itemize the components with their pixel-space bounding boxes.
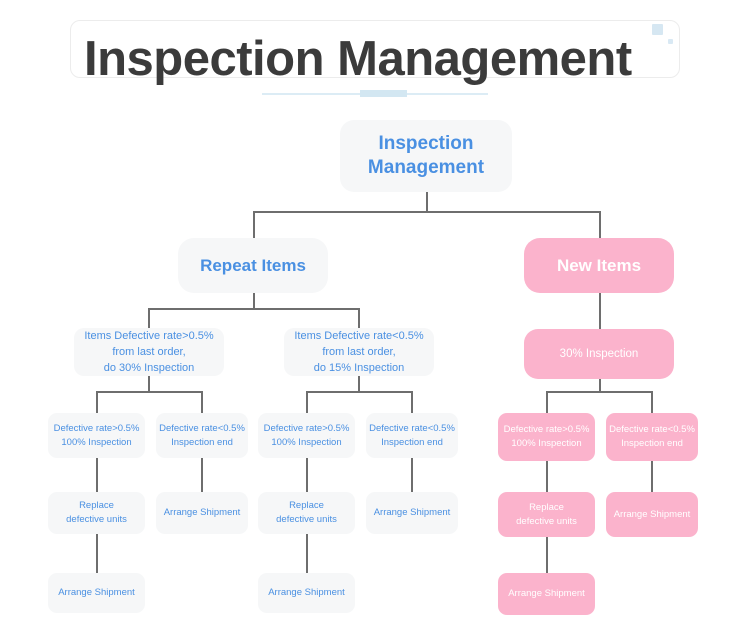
connector-rgtlt-down — [201, 458, 203, 492]
connector-rltrep-down — [306, 534, 308, 573]
connector-ngt-down — [546, 461, 548, 492]
connector-repeat-down — [253, 292, 255, 309]
page-title: Inspection Management — [84, 32, 632, 86]
connector-level3-bus-left — [148, 308, 359, 310]
node-repeat-lt[interactable]: Items Defective rate<0.5% from last orde… — [284, 328, 434, 376]
square-decor-large-icon — [652, 24, 663, 35]
node-repeat-lt-lt[interactable]: Defective rate<0.5% Inspection end — [366, 413, 458, 458]
node-repeat-lt-replace[interactable]: Replace defective units — [258, 492, 355, 534]
connector-to-n-lt — [651, 391, 653, 413]
connector-level2-bus — [253, 211, 601, 213]
connector-root-down — [426, 191, 428, 212]
connector-to-rgt-lt — [201, 391, 203, 413]
node-repeat-gt-gt[interactable]: Defective rate>0.5% 100% Inspection — [48, 413, 145, 458]
connector-rlt-bus — [306, 391, 412, 393]
connector-rlt-down — [358, 375, 360, 392]
connector-to-rlt-gt — [306, 391, 308, 413]
connector-to-r-gt — [148, 308, 150, 328]
node-new-30-inspection[interactable]: 30% Inspection — [524, 329, 674, 379]
connector-to-repeat — [253, 211, 255, 238]
connector-n30-down — [599, 378, 601, 392]
node-repeat-lt-shipment[interactable]: Arrange Shipment — [258, 573, 355, 613]
connector-to-n-gt — [546, 391, 548, 413]
node-repeat-gt-arrange[interactable]: Arrange Shipment — [156, 492, 248, 534]
connector-to-r-lt — [358, 308, 360, 328]
connector-nrep-down — [546, 537, 548, 573]
node-new-gt[interactable]: Defective rate>0.5% 100% Inspection — [498, 413, 595, 461]
node-repeat-gt-replace[interactable]: Replace defective units — [48, 492, 145, 534]
connector-to-new — [599, 211, 601, 238]
connector-to-rgt-gt — [96, 391, 98, 413]
connector-rgtgt-down — [96, 458, 98, 492]
node-new-lt[interactable]: Defective rate<0.5% Inspection end — [606, 413, 698, 461]
node-new-items[interactable]: New Items — [524, 238, 674, 293]
node-new-replace[interactable]: Replace defective units — [498, 492, 595, 537]
title-card — [70, 20, 680, 78]
connector-rgt-bus — [96, 391, 202, 393]
node-new-shipment[interactable]: Arrange Shipment — [498, 573, 595, 615]
connector-nlt-down — [651, 461, 653, 492]
connector-rltlt-down — [411, 458, 413, 492]
connector-new-down — [599, 292, 601, 329]
node-repeat-gt-lt[interactable]: Defective rate<0.5% Inspection end — [156, 413, 248, 458]
connector-rgt-down — [148, 375, 150, 392]
node-repeat-lt-arrange[interactable]: Arrange Shipment — [366, 492, 458, 534]
title-divider-accent — [360, 90, 407, 97]
node-root[interactable]: Inspection Management — [340, 120, 512, 192]
connector-rltgt-down — [306, 458, 308, 492]
node-repeat-gt-shipment[interactable]: Arrange Shipment — [48, 573, 145, 613]
node-repeat-items[interactable]: Repeat Items — [178, 238, 328, 293]
square-decor-small-icon — [668, 39, 673, 44]
connector-n30-bus — [546, 391, 652, 393]
connector-to-rlt-lt — [411, 391, 413, 413]
node-repeat-lt-gt[interactable]: Defective rate>0.5% 100% Inspection — [258, 413, 355, 458]
node-new-arrange[interactable]: Arrange Shipment — [606, 492, 698, 537]
connector-rgtrep-down — [96, 534, 98, 573]
node-repeat-gt[interactable]: Items Defective rate>0.5% from last orde… — [74, 328, 224, 376]
